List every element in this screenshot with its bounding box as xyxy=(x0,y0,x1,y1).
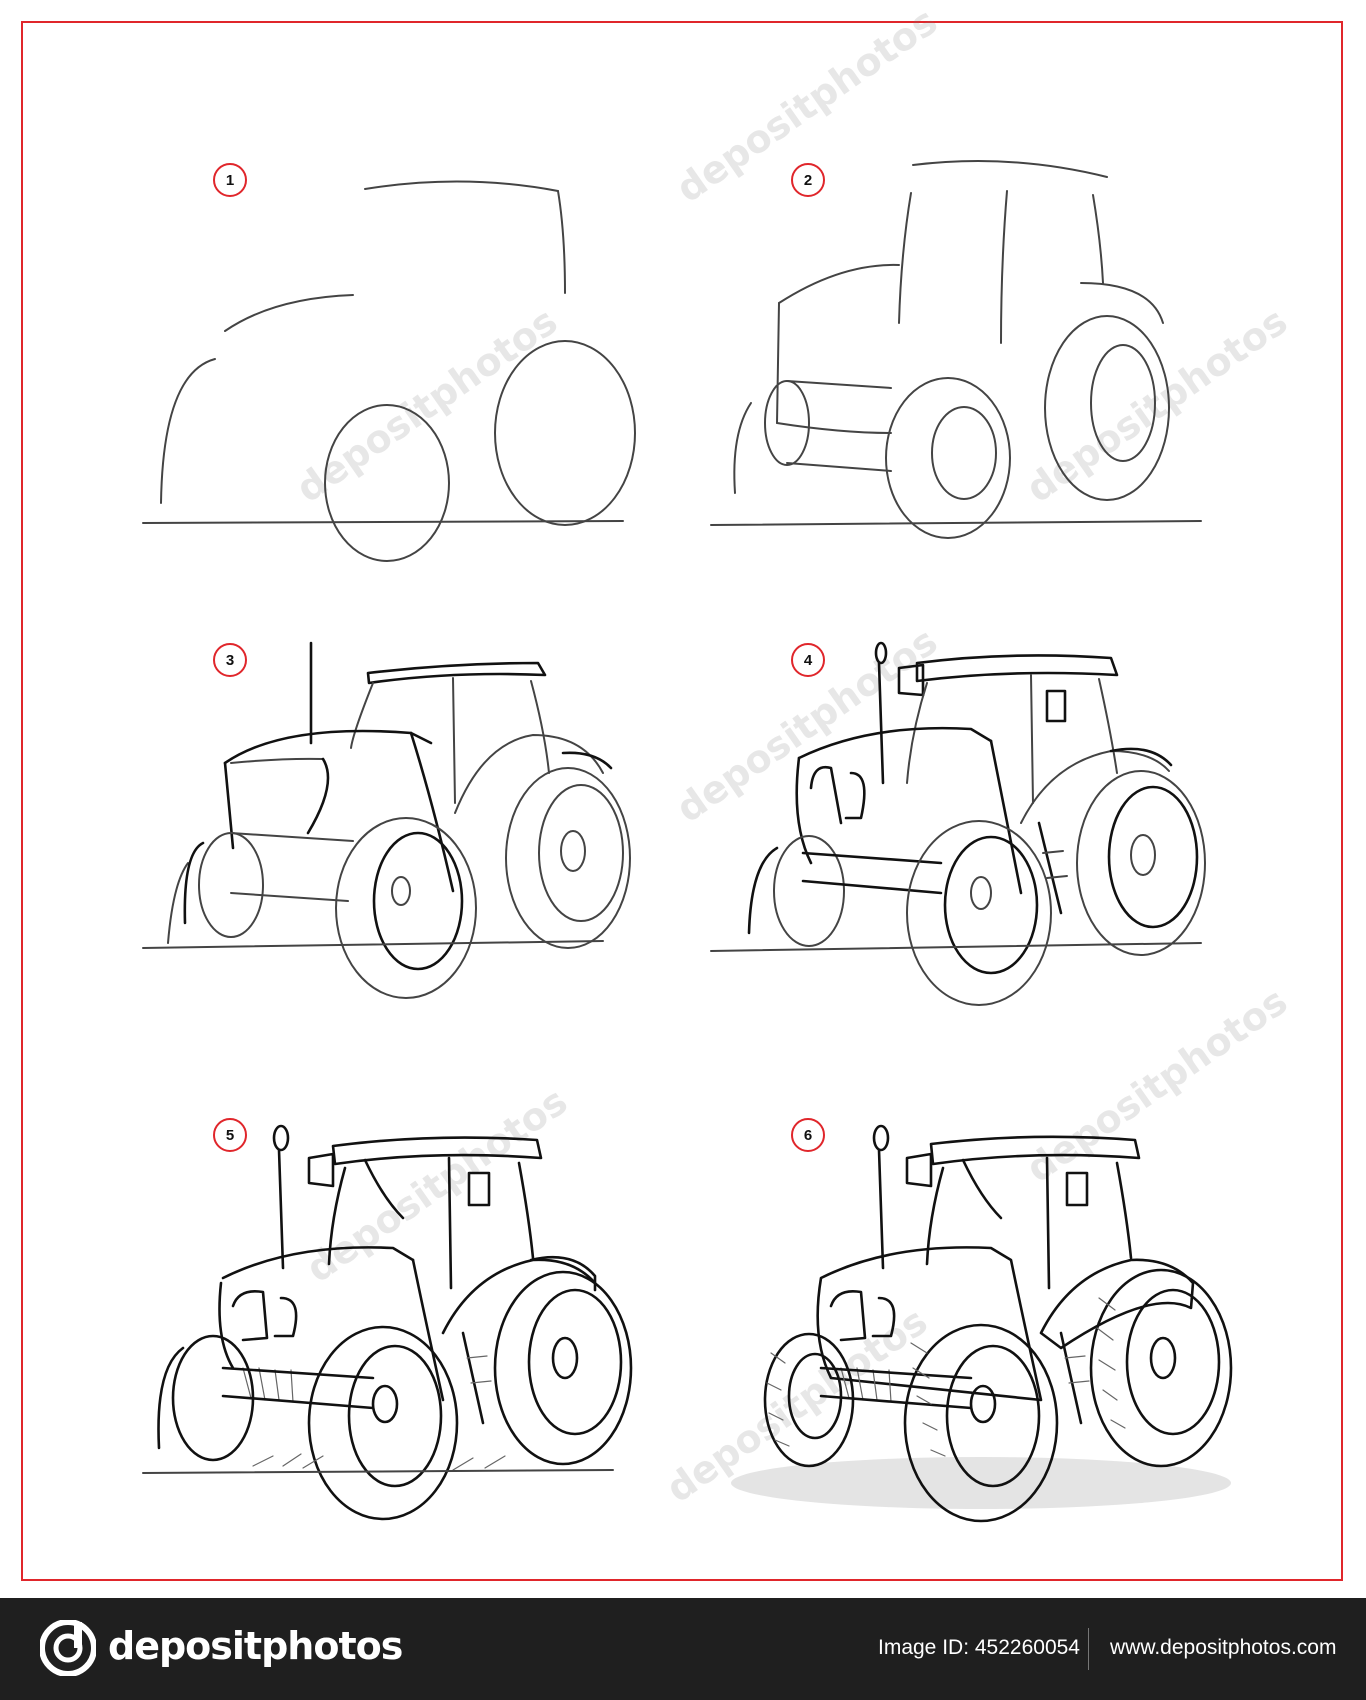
step-5-panel: 5 xyxy=(133,1078,733,1538)
step-number-badge: 1 xyxy=(213,163,247,197)
step-2-sketch xyxy=(710,160,1202,539)
step-6-sketch xyxy=(731,1124,1233,1523)
drawing-sheet: depositphotos depositphotos depositphoto… xyxy=(21,0,1343,1581)
website-link[interactable]: www.depositphotos.com xyxy=(1110,1636,1337,1659)
step-number-badge: 5 xyxy=(213,1118,247,1152)
footer-divider xyxy=(1088,1628,1089,1670)
step-5-sketch xyxy=(142,1124,633,1521)
step-number-badge: 6 xyxy=(791,1118,825,1152)
depositphotos-logo-icon xyxy=(40,1620,96,1676)
image-id-label: Image ID: 452260054 xyxy=(878,1636,1080,1659)
step-1-panel: 1 xyxy=(133,133,733,593)
step-number-badge: 3 xyxy=(213,643,247,677)
step-3-panel: 3 xyxy=(133,623,733,1083)
step-number-badge: 2 xyxy=(791,163,825,197)
footer-logo-text[interactable]: depositphotos xyxy=(108,1624,403,1668)
step-1-sketch xyxy=(142,180,636,562)
step-3-sketch xyxy=(142,641,631,999)
step-6-panel: 6 xyxy=(731,1078,1331,1538)
step-4-panel: 4 xyxy=(710,623,1331,1083)
step-number-badge: 4 xyxy=(791,643,825,677)
footer-bar: depositphotos Image ID: 452260054 www.de… xyxy=(0,1598,1366,1700)
step-4-sketch xyxy=(710,641,1206,1006)
step-2-panel: 2 xyxy=(710,133,1331,593)
